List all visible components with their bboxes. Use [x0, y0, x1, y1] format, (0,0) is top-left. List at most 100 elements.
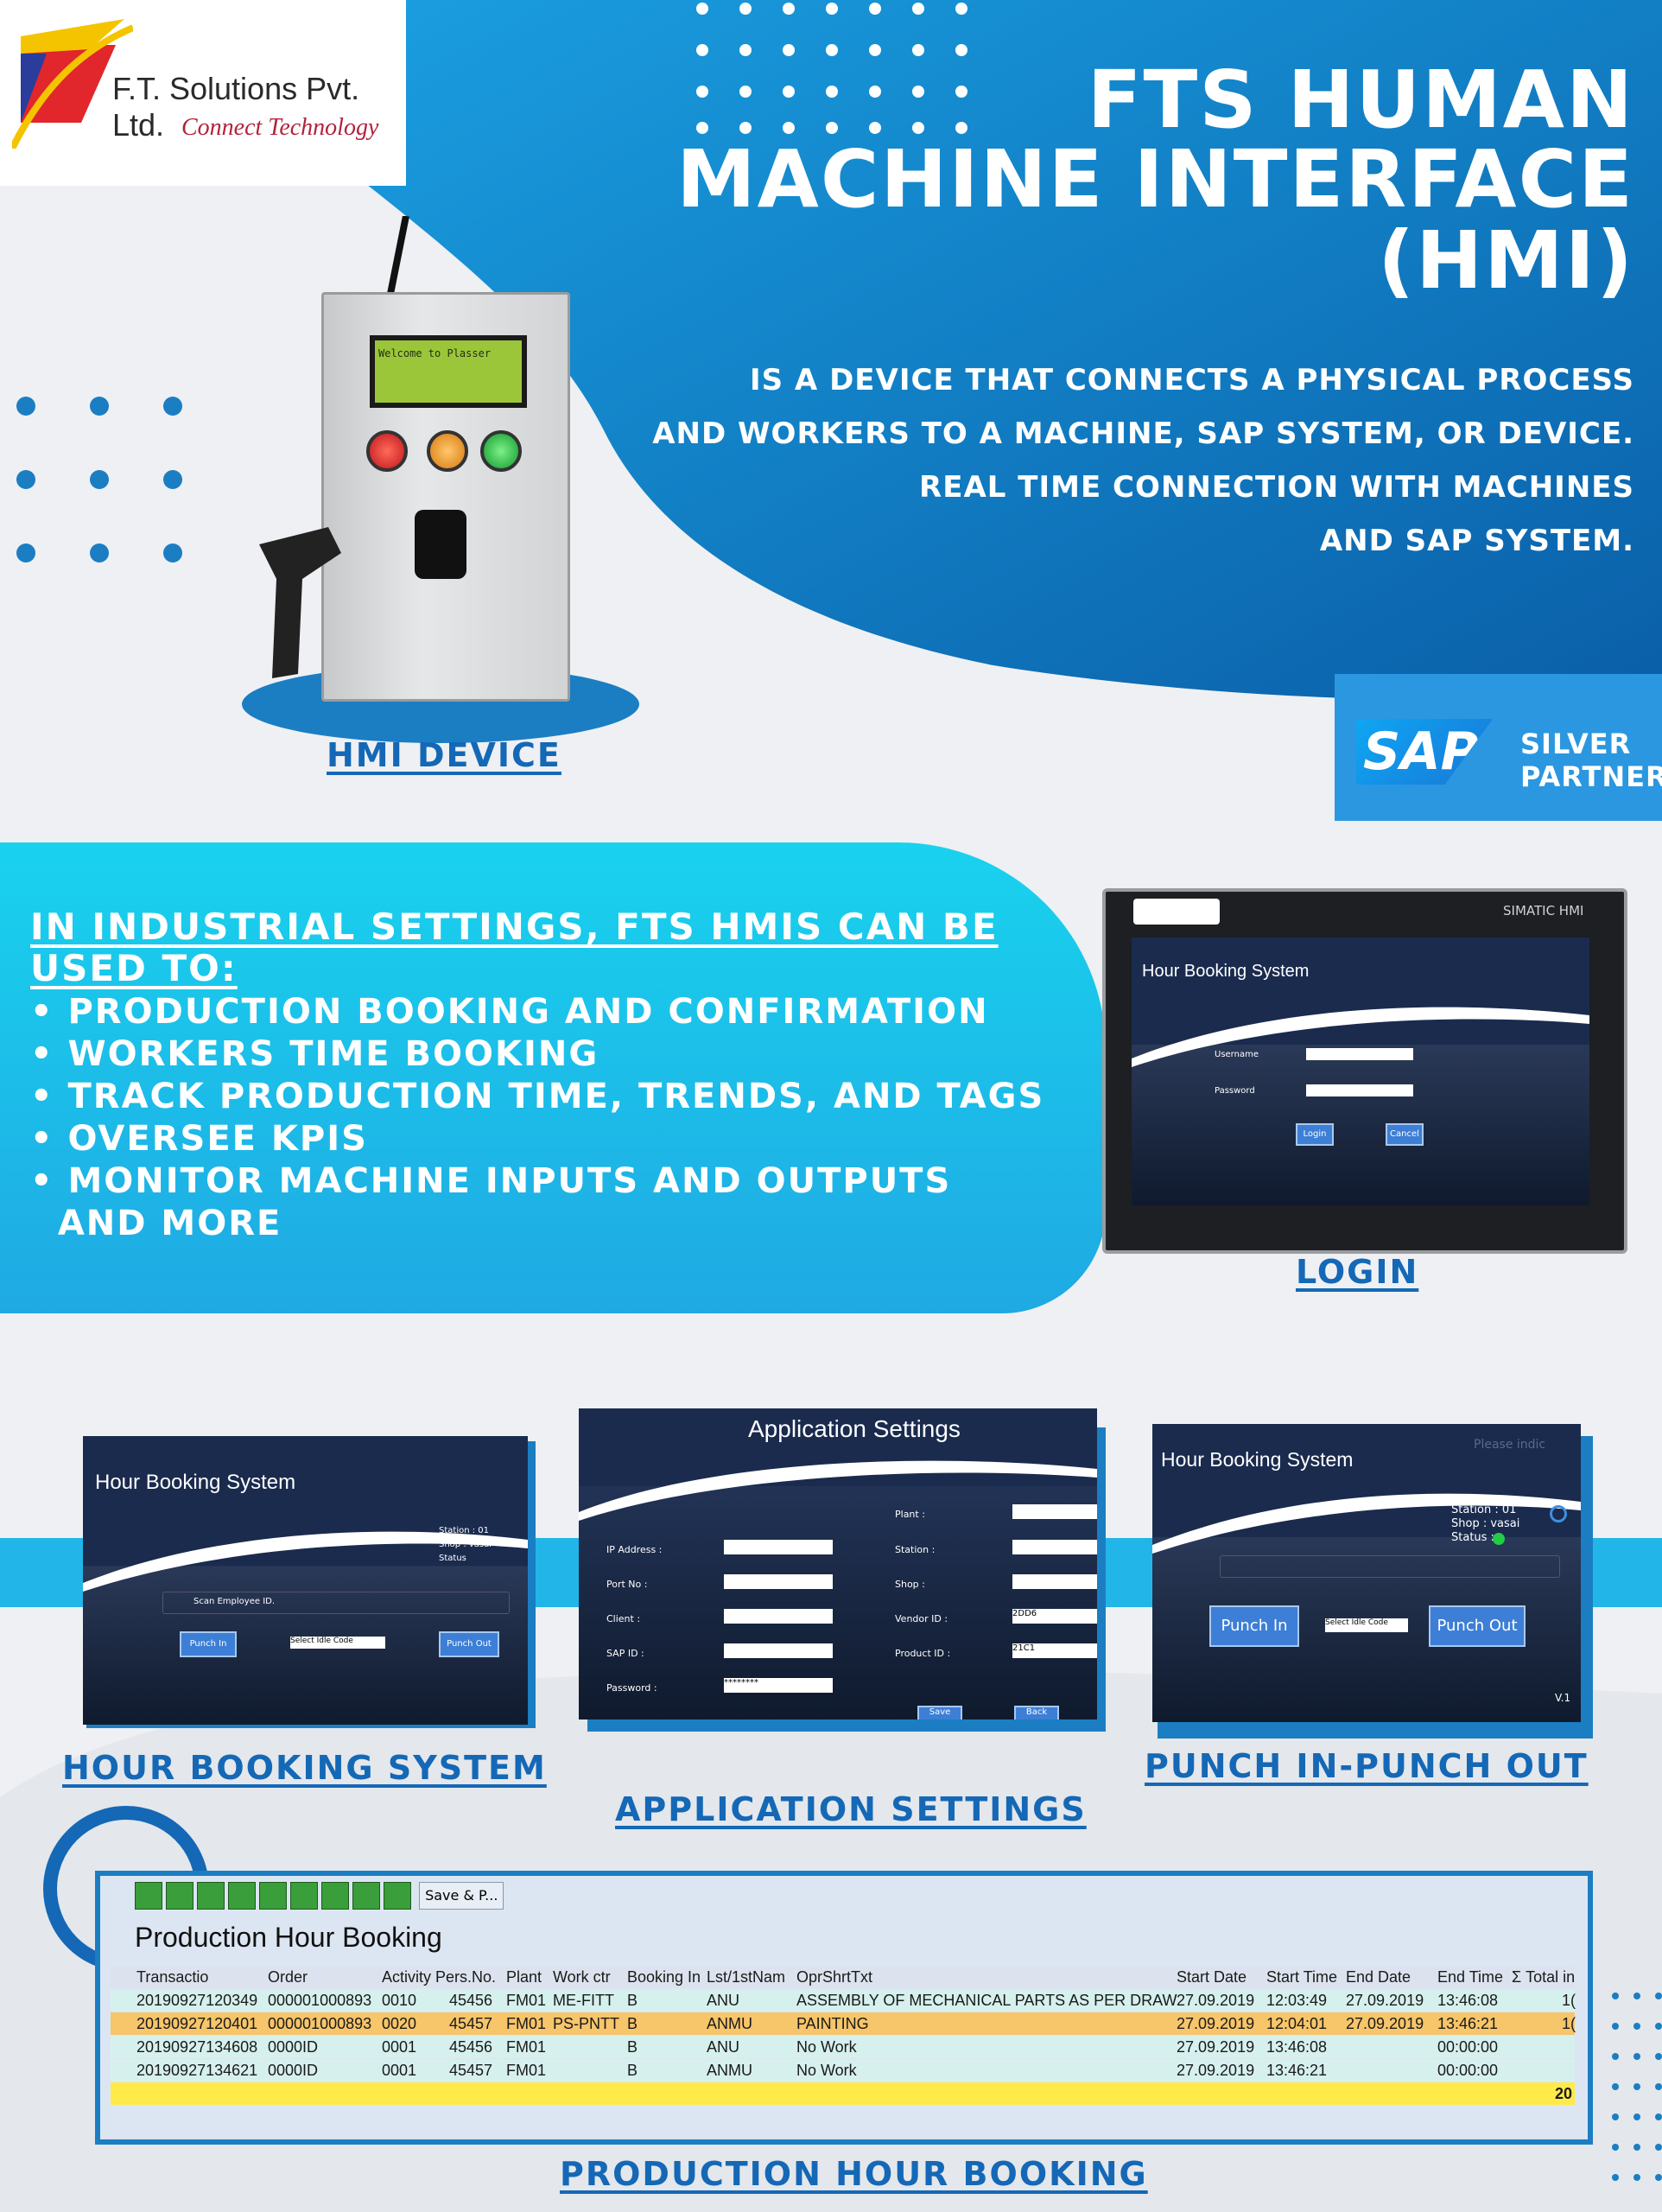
punch-screen: Hour Booking System Please indic Station…	[1152, 1424, 1581, 1722]
sapid-input[interactable]	[724, 1643, 833, 1658]
industrial-heading-line-2: USED TO:	[30, 947, 238, 989]
table-cell: 000001000893	[268, 1992, 372, 2009]
app-settings-title: Application Settings	[748, 1415, 961, 1442]
amber-button-icon	[427, 430, 468, 472]
toolbar-icon[interactable]	[135, 1882, 162, 1910]
plant-input[interactable]	[1012, 1504, 1097, 1519]
toolbar-icon[interactable]	[290, 1882, 318, 1910]
column-header[interactable]: Start Time	[1266, 1968, 1338, 1986]
table-cell: 27.09.2019	[1177, 2015, 1255, 2032]
table-cell: 20190927134621	[136, 2062, 258, 2079]
column-header[interactable]: OprShrtTxt	[796, 1968, 873, 1986]
port-input[interactable]	[724, 1574, 833, 1589]
table-row-selected[interactable]: 20190927120401 000001000893 0020 45457 F…	[111, 2012, 1576, 2035]
table-row[interactable]: 20190927134608 0000ID 0001 45456 FM01 B …	[111, 2036, 1575, 2058]
ip-input[interactable]	[724, 1540, 833, 1554]
punch-out-button[interactable]: Punch Out	[439, 1631, 499, 1657]
industrial-uses-panel	[0, 842, 1106, 1313]
save-button[interactable]: Save	[917, 1706, 962, 1719]
shop-label: Shop :	[895, 1579, 925, 1590]
table-cell: FM01	[506, 2038, 547, 2056]
punch-shop: Shop : vasai	[1451, 1517, 1520, 1530]
punch-in-button[interactable]: Punch In	[1209, 1605, 1299, 1647]
dot-grid-right	[1612, 1993, 1662, 2181]
table-cell: 45457	[449, 2015, 493, 2032]
toolbar-icon[interactable]	[384, 1882, 411, 1910]
table-cell: 45456	[449, 2038, 493, 2056]
toolbar-icon[interactable]	[166, 1882, 193, 1910]
table-cell: 00:00:00	[1437, 2062, 1499, 2079]
scan-field[interactable]	[162, 1592, 510, 1614]
table-cell: 0001	[382, 2062, 417, 2079]
column-header[interactable]: Booking In	[627, 1968, 701, 1986]
table-total-row: 20	[111, 2082, 1575, 2105]
punch-label: PUNCH IN-PUNCH OUT	[1145, 1747, 1589, 1785]
barcode-scanner-icon	[259, 527, 341, 678]
industrial-bullet: AND MORE	[30, 1204, 282, 1243]
table-cell: PAINTING	[796, 2015, 869, 2032]
punch-in-button[interactable]: Punch In	[180, 1631, 237, 1657]
fts-logo-icon	[12, 19, 133, 149]
toolbar-icon[interactable]	[352, 1882, 380, 1910]
table-row[interactable]: 20190927134621 0000ID 0001 45457 FM01 B …	[111, 2059, 1575, 2082]
station-label: Station :	[895, 1544, 936, 1555]
column-header[interactable]: Work ctr	[553, 1968, 611, 1986]
column-header[interactable]: Transactio	[136, 1968, 209, 1986]
column-header[interactable]: Activity	[382, 1968, 432, 1986]
table-cell: 20190927120401	[136, 2015, 258, 2032]
back-button[interactable]: Back	[1014, 1706, 1059, 1719]
save-print-button[interactable]: Save & P...	[419, 1882, 504, 1910]
column-header[interactable]: Plant	[506, 1968, 542, 1986]
column-header[interactable]: Order	[268, 1968, 308, 1986]
screen-wave	[1132, 1007, 1589, 1067]
toolbar-icon[interactable]	[197, 1882, 225, 1910]
column-header[interactable]: Lst/1stNam	[707, 1968, 786, 1986]
password-label: Password	[1215, 1086, 1255, 1096]
client-input[interactable]	[724, 1609, 833, 1624]
username-input[interactable]	[1306, 1048, 1413, 1060]
password-input[interactable]	[1306, 1084, 1413, 1096]
idle-code-select[interactable]: Select Idle Code	[290, 1637, 385, 1649]
ip-label: IP Address :	[606, 1544, 663, 1555]
settings-gear-icon[interactable]	[1550, 1505, 1567, 1522]
table-cell: 20190927120349	[136, 1992, 258, 2009]
username-label: Username	[1215, 1050, 1259, 1059]
description-line-4: AND SAP SYSTEM.	[1319, 524, 1634, 558]
logo-box: F.T. Solutions Pvt. Ltd. Connect Technol…	[0, 0, 406, 186]
toolbar-icon[interactable]	[259, 1882, 287, 1910]
station-input[interactable]	[1012, 1540, 1097, 1554]
column-header[interactable]: Pers.No.	[435, 1968, 497, 1986]
punch-scan-field[interactable]	[1220, 1555, 1560, 1578]
toolbar-icon[interactable]	[321, 1882, 349, 1910]
table-cell: B	[627, 1992, 638, 2009]
sap-badge-line-2: PARTNER	[1520, 760, 1662, 793]
table-cell: 27.09.2019	[1177, 2062, 1255, 2079]
vendor-input[interactable]: 2DD6	[1012, 1609, 1097, 1624]
green-button-icon	[480, 430, 522, 472]
industrial-heading-line-1: IN INDUSTRIAL SETTINGS, FTS HMIS CAN BE	[30, 906, 999, 948]
column-header[interactable]: Σ Total in	[1512, 1968, 1576, 1986]
table-cell: B	[627, 2038, 638, 2056]
table-cell: ASSEMBLY OF MECHANICAL PARTS AS PER DRAW	[796, 1992, 1177, 2009]
company-tagline: Connect Technology	[181, 114, 379, 141]
column-header[interactable]: End Date	[1346, 1968, 1411, 1986]
client-label: Client :	[606, 1613, 641, 1624]
login-screen: Hour Booking System Username Password Lo…	[1132, 938, 1589, 1205]
shop-input[interactable]	[1012, 1574, 1097, 1589]
toolbar-icon[interactable]	[228, 1882, 256, 1910]
login-button[interactable]: Login	[1296, 1123, 1334, 1146]
punch-out-button[interactable]: Punch Out	[1429, 1605, 1526, 1647]
status-indicator-icon	[1493, 1533, 1505, 1545]
table-row[interactable]: 20190927120349 000001000893 0010 45456 F…	[111, 1989, 1576, 2012]
product-input[interactable]: 21C1	[1012, 1643, 1097, 1658]
cancel-button[interactable]: Cancel	[1386, 1123, 1424, 1146]
scan-text: Scan Employee ID.	[193, 1597, 276, 1606]
device-lcd-screen: Welcome to Plasser	[370, 335, 527, 408]
idle-code-select[interactable]: Select Idle Code	[1325, 1618, 1408, 1632]
table-cell: 45456	[449, 1992, 493, 2009]
column-header[interactable]: End Time	[1437, 1968, 1504, 1986]
table-cell: 27.09.2019	[1346, 2015, 1424, 2032]
column-header[interactable]: Start Date	[1177, 1968, 1247, 1986]
password-input[interactable]: ********	[724, 1678, 833, 1693]
screen-wave	[579, 1460, 1097, 1521]
